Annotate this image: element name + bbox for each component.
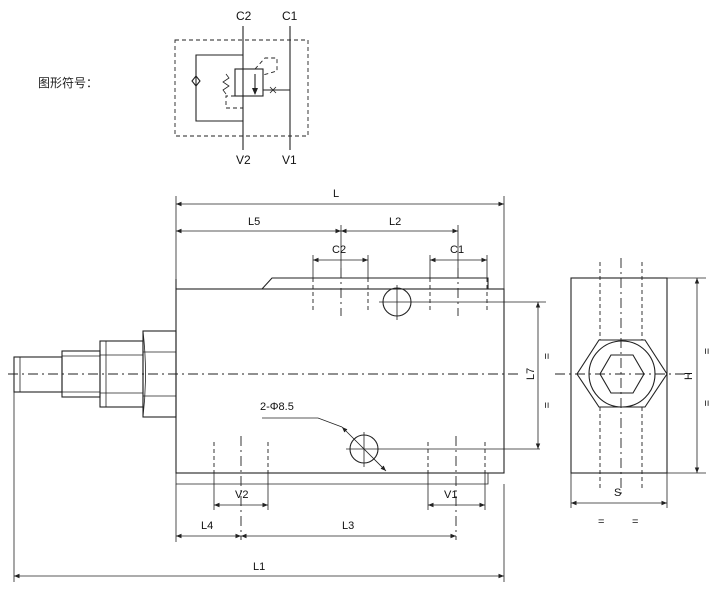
front-dimensions: L L5 L2 C2 C1 L7 V2 V1 L4 <box>13 188 546 582</box>
symbol-frame <box>174 39 309 137</box>
dim-C2: C2 <box>332 244 346 256</box>
hole-callout: 2-Φ8.5 <box>260 401 294 413</box>
body-top-step <box>176 277 489 290</box>
front-view: 2-Φ8.5 <box>8 268 540 540</box>
dim-L7: L7 <box>525 368 537 380</box>
orifice-icon <box>269 86 277 94</box>
check-valve-loop <box>195 54 243 122</box>
eq-mark: = <box>700 400 712 406</box>
drain-line <box>225 95 243 109</box>
symbol-label-v2: V2 <box>236 153 251 167</box>
pilot-line <box>254 57 278 76</box>
spring-icon <box>222 73 230 95</box>
dim-S: S <box>614 487 621 499</box>
dim-V1: V1 <box>444 489 457 501</box>
check-valve-icon <box>191 75 201 87</box>
dim-L3: L3 <box>342 520 354 532</box>
side-view: H S <box>555 258 706 508</box>
dim-L: L <box>333 188 339 200</box>
symbol-label-v1: V1 <box>282 153 297 167</box>
side-hex-outer <box>576 339 668 408</box>
eq-mark: = <box>598 516 604 528</box>
dim-C1: C1 <box>450 244 464 256</box>
symmetry-marks: = = = = = = <box>540 348 712 528</box>
eq-mark: = <box>540 402 552 408</box>
side-body <box>570 277 668 474</box>
hole-leader <box>262 417 343 428</box>
dim-L4: L4 <box>201 520 213 532</box>
valve-body <box>175 288 505 474</box>
dim-V2: V2 <box>235 489 248 501</box>
dim-H: H <box>683 372 695 380</box>
valve-body-icon <box>234 68 264 97</box>
dim-L5: L5 <box>248 216 260 228</box>
eq-mark: = <box>540 353 552 359</box>
body-bottom-step <box>175 472 489 485</box>
symbol-caption: 图形符号： <box>38 76 99 90</box>
symbol-label-c2: C2 <box>236 9 252 23</box>
adjuster-screw <box>13 356 63 393</box>
eq-mark: = <box>632 516 638 528</box>
symbol-label-c1: C1 <box>282 9 298 23</box>
dim-L1: L1 <box>253 561 265 573</box>
dim-L2: L2 <box>389 216 401 228</box>
eq-mark: = <box>700 348 712 354</box>
hydraulic-symbol: C2 C1 V2 V1 <box>174 9 309 167</box>
